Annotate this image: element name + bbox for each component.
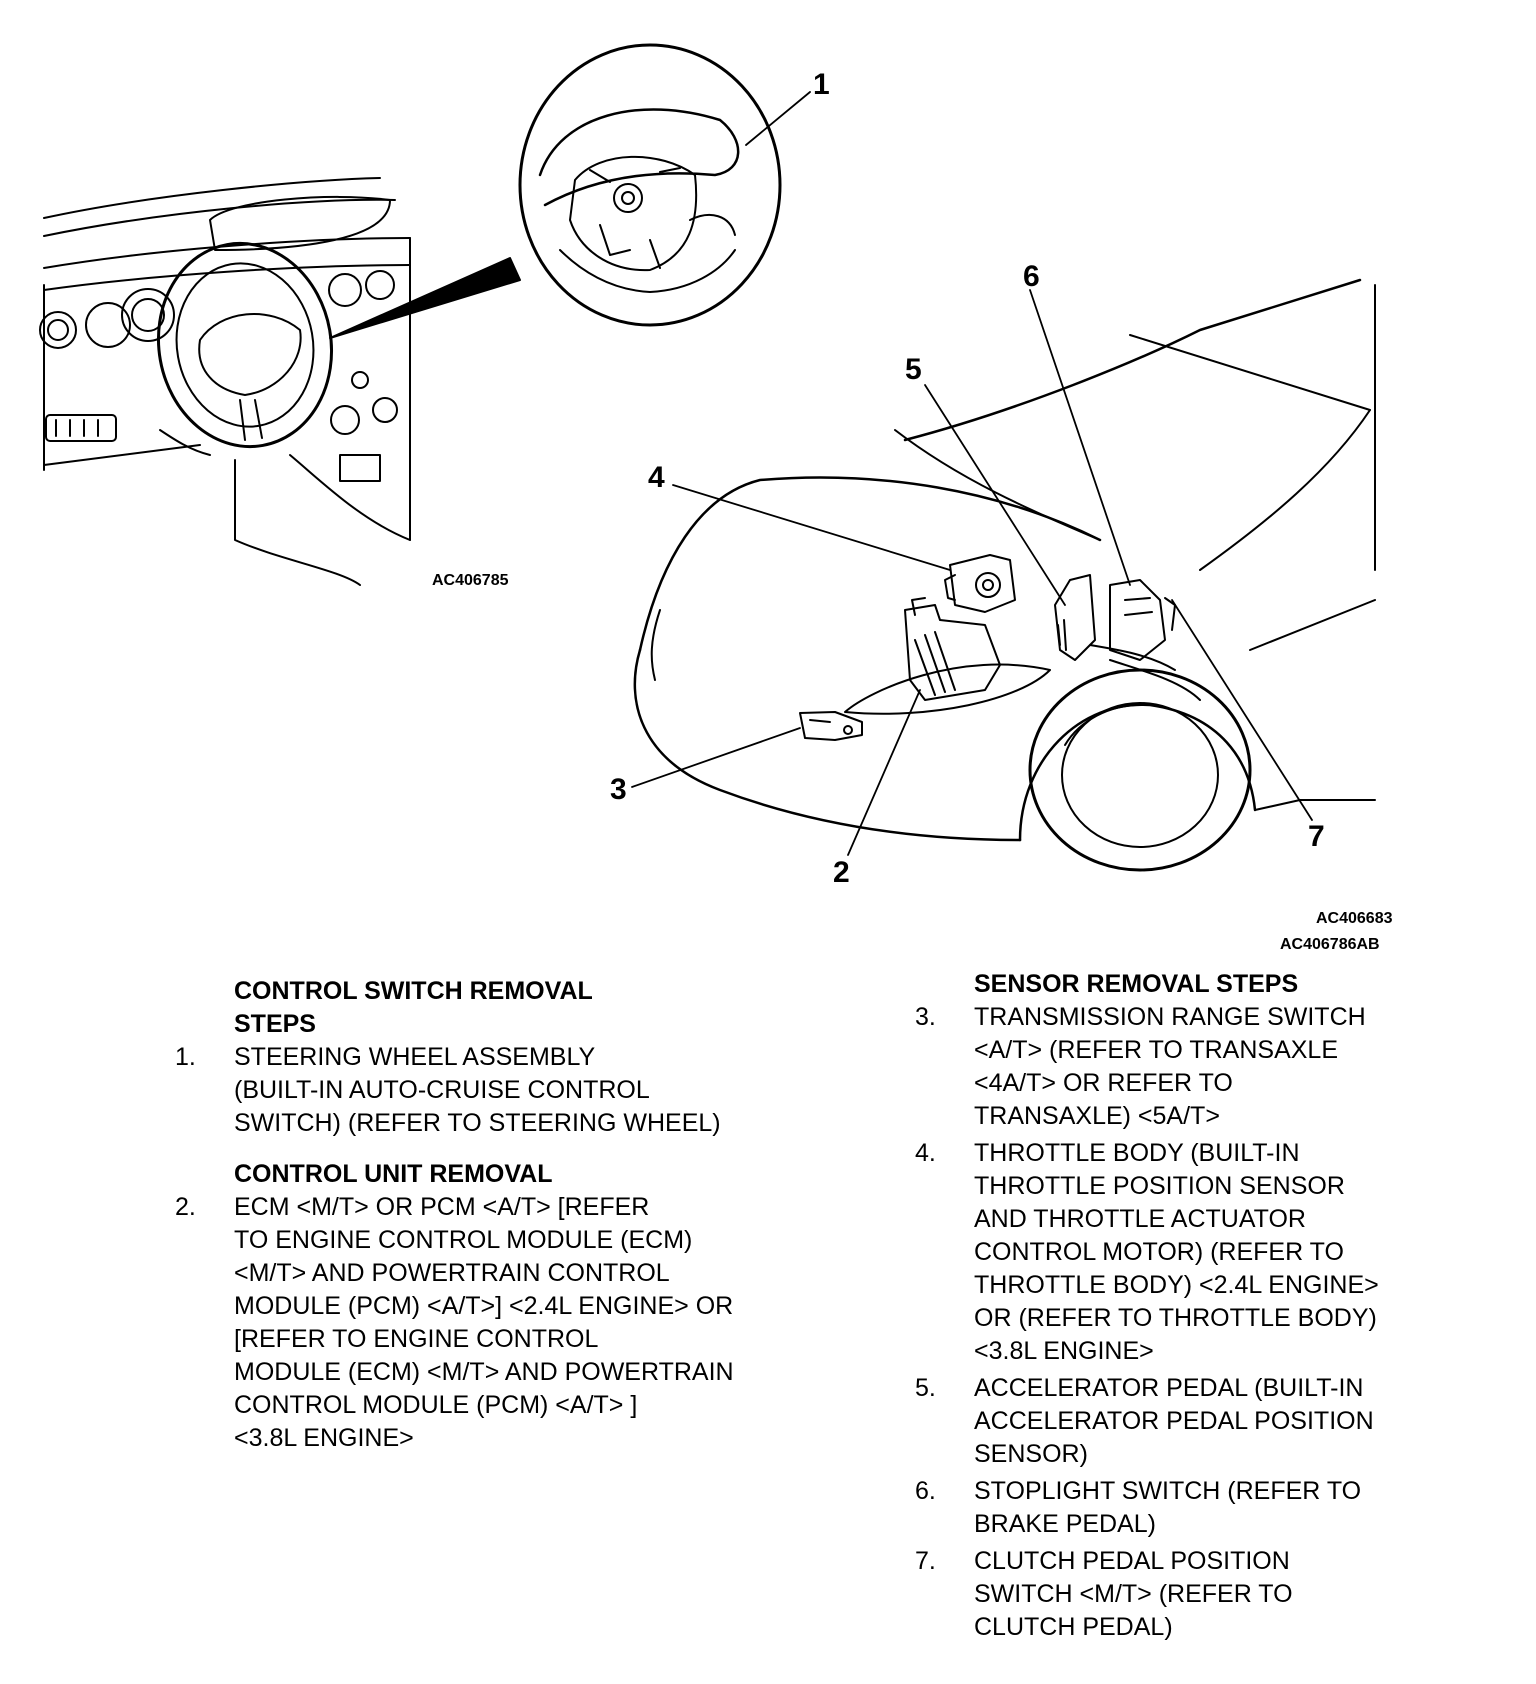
transmission-range-switch [799,711,863,741]
step-text: ECM <M/T> OR PCM <A/T> [REFER TO ENGINE … [234,1193,734,1452]
step-text: TRANSMISSION RANGE SWITCH <A/T> (REFER T… [974,1003,1366,1130]
step-5: 5. ACCELERATOR PEDAL (BUILT-IN ACCELERAT… [915,1372,1515,1471]
callout-3: 3 [610,773,627,806]
step-text: CLUTCH PEDAL POSITION SWITCH <M/T> (REFE… [974,1547,1293,1641]
step-number: 1. [175,1043,196,1071]
callout-2: 2 [833,856,850,889]
dashboard-view [39,177,521,586]
throttle-body [944,554,1016,613]
step-number: 7. [915,1547,936,1575]
step-6: 6. STOPLIGHT SWITCH (REFER TO BRAKE PEDA… [915,1475,1515,1541]
car-view [633,278,1376,872]
illustration [39,43,1376,872]
step-number: 5. [915,1374,936,1402]
step-text: THROTTLE BODY (BUILT-IN THROTTLE POSITIO… [974,1139,1379,1365]
step-number: 6. [915,1477,936,1505]
step-text: STEERING WHEEL ASSEMBLY (BUILT-IN AUTO-C… [234,1043,721,1137]
ecm-module [904,597,1001,701]
control-unit-removal-heading: CONTROL UNIT REMOVAL [234,1160,553,1188]
step-text: STOPLIGHT SWITCH (REFER TO BRAKE PEDAL) [974,1477,1362,1538]
callout-5: 5 [905,353,922,386]
step-3: 3. TRANSMISSION RANGE SWITCH <A/T> (REFE… [915,1001,1515,1133]
step-1: 1. STEERING WHEEL ASSEMBLY (BUILT-IN AUT… [175,1041,815,1140]
step-number: 4. [915,1139,936,1167]
sensor-removal-heading: SENSOR REMOVAL STEPS [974,970,1299,998]
step-number: 2. [175,1193,196,1221]
step-text: ACCELERATOR PEDAL (BUILT-IN ACCELERATOR … [974,1374,1374,1468]
figure-id-car-2: AC406786AB [1280,936,1380,953]
figure-id-dash: AC406785 [432,572,509,589]
step-7: 7. CLUTCH PEDAL POSITION SWITCH <M/T> (R… [915,1545,1515,1644]
steering-wheel-zoom [518,43,782,327]
callout-1: 1 [813,68,830,101]
step-number: 3. [915,1003,936,1031]
callout-4: 4 [648,461,665,494]
callout-7: 7 [1308,820,1325,853]
pedal-assembly [1054,574,1201,701]
step-2: 2. ECM <M/T> OR PCM <A/T> [REFER TO ENGI… [175,1191,815,1455]
control-switch-removal-heading: CONTROL SWITCH REMOVAL STEPS [234,977,593,1038]
figure-id-car-1: AC406683 [1316,910,1393,927]
leader-lines [631,91,1313,856]
right-column: SENSOR REMOVAL STEPS 3. TRANSMISSION RAN… [915,968,1515,1644]
step-4: 4. THROTTLE BODY (BUILT-IN THROTTLE POSI… [915,1137,1515,1368]
left-column: CONTROL SWITCH REMOVAL STEPS 1. STEERING… [175,975,815,1455]
callout-6: 6 [1023,260,1040,293]
